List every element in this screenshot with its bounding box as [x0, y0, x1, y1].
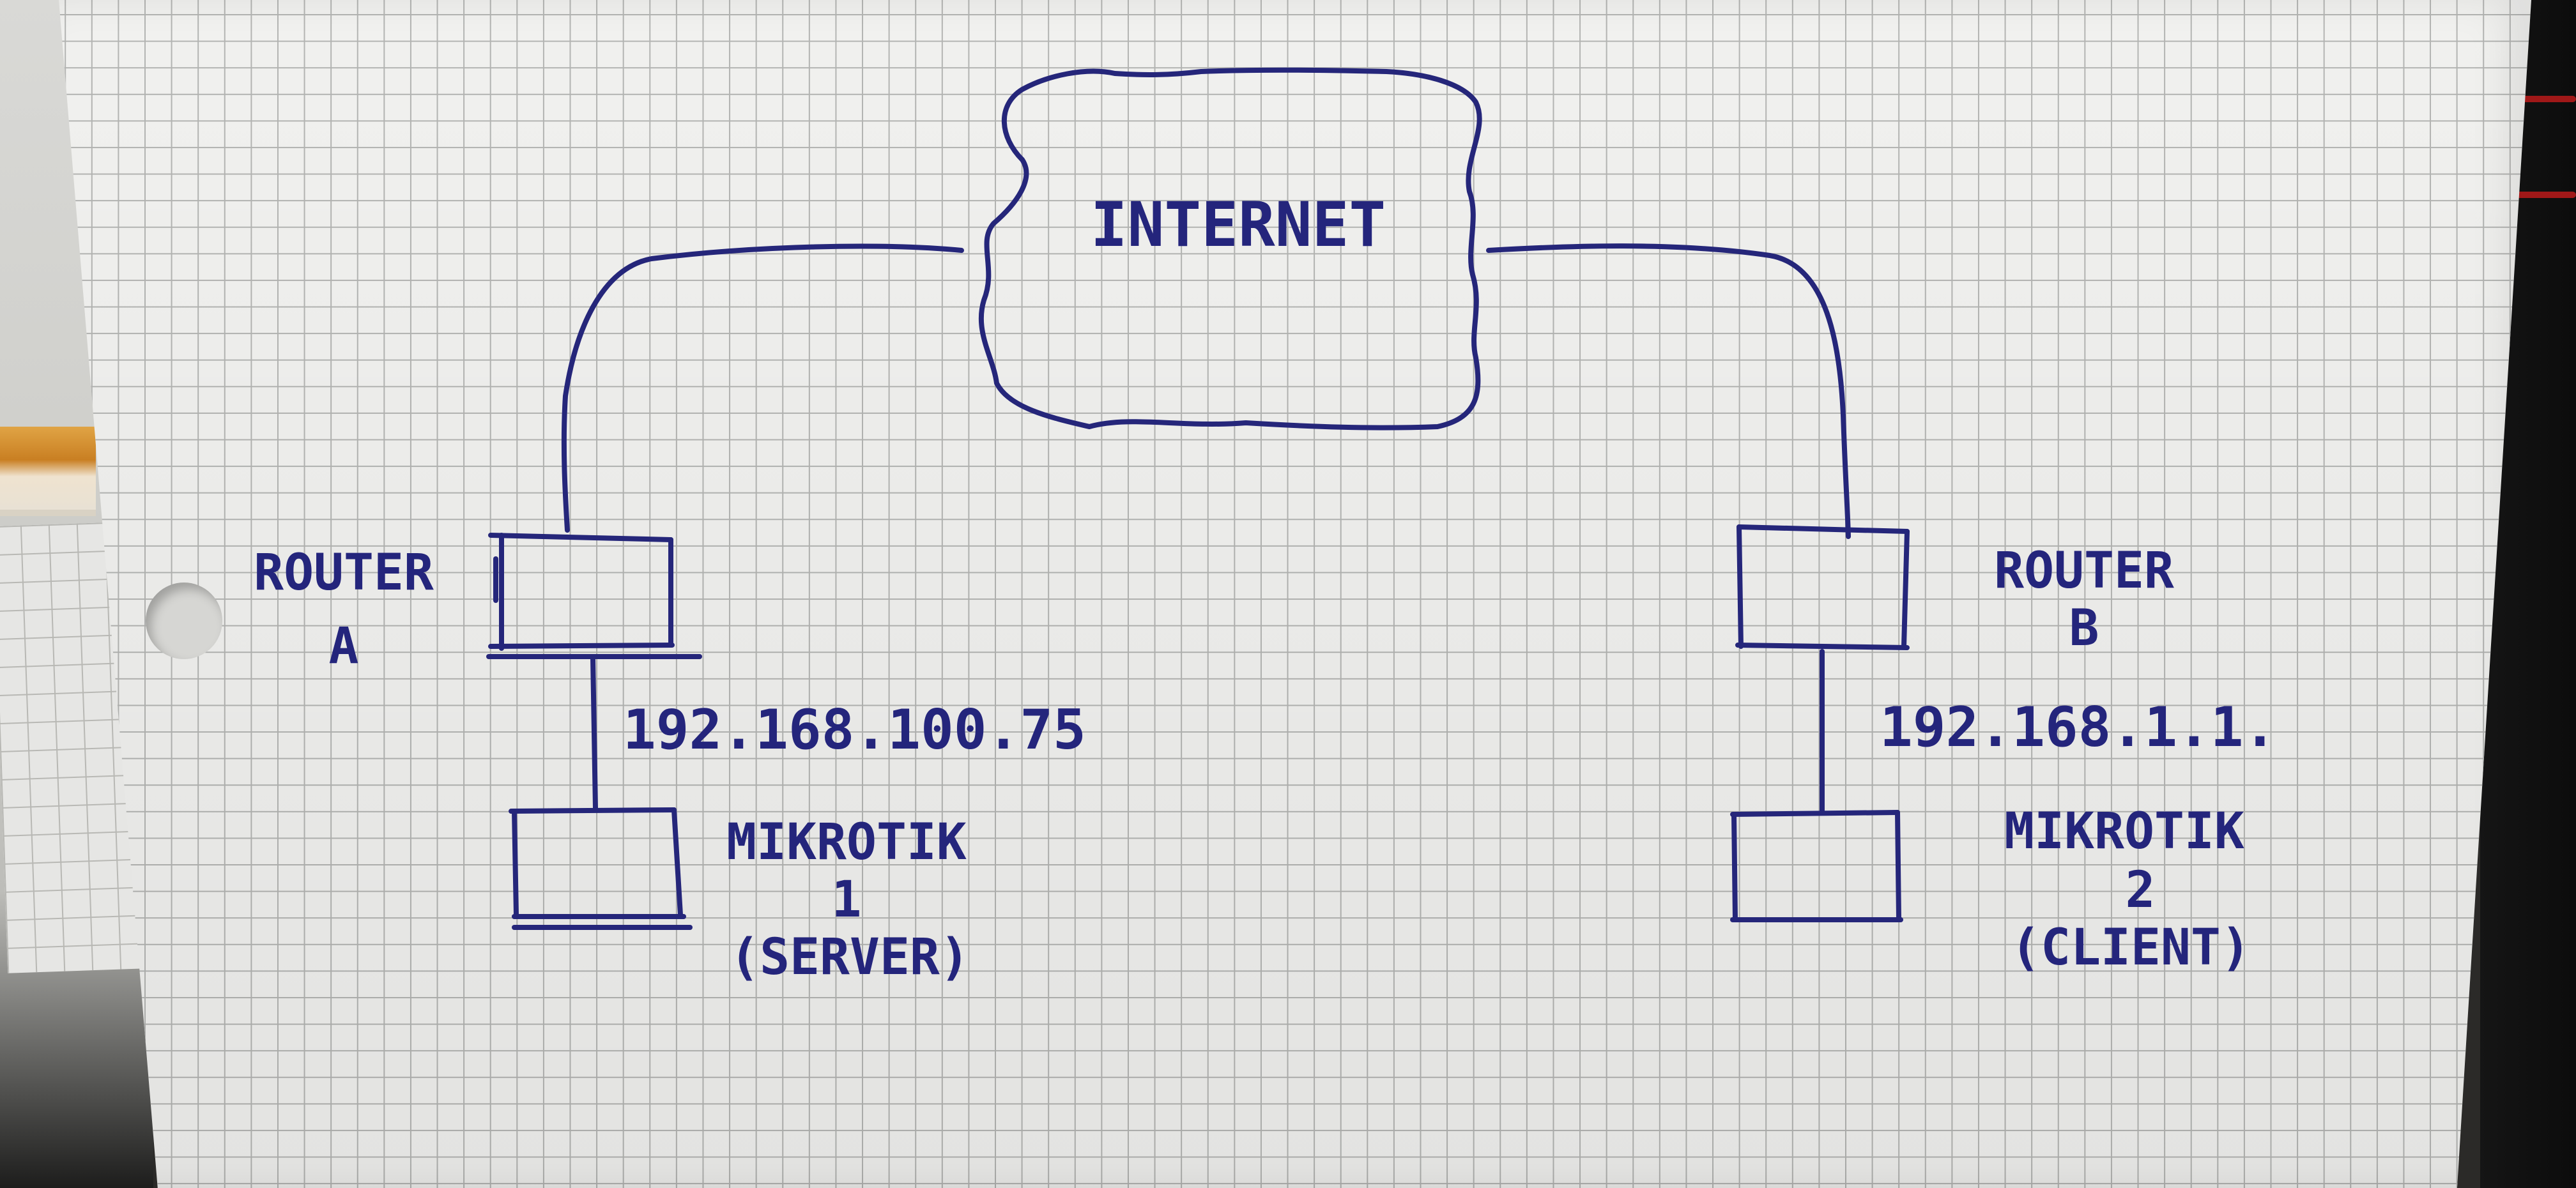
mikrotik-1-label-line3: (SERVER) — [730, 929, 970, 986]
mikrotik-2-label-line2: 2 — [2126, 862, 2156, 919]
router-b-ip: 192.168.1.1. — [1880, 696, 2276, 759]
mikrotik-2-label-line1: MIKROTIK — [2004, 803, 2244, 860]
router-b-label-line1: ROUTER — [1994, 542, 2174, 600]
link-internet-router-b — [1486, 243, 1851, 539]
internet-label: INTERNET — [1091, 189, 1386, 261]
mikrotik-2-box — [1730, 810, 1903, 922]
router-a-ip: 192.168.100.75 — [623, 698, 1086, 762]
link-router-a-mikrotik-1 — [590, 655, 598, 811]
mikrotik-1-label-line2: 1 — [832, 871, 862, 929]
router-b-box — [1735, 524, 1910, 650]
mikrotik-1-box — [509, 807, 693, 930]
mikrotik-1-label-line1: MIKROTIK — [726, 814, 967, 871]
red-cable — [2487, 96, 2576, 102]
punch-hole — [146, 583, 222, 659]
router-a-label-line1: ROUTER — [254, 544, 434, 602]
internet-cloud — [978, 67, 1482, 430]
router-a-label-line2: A — [329, 618, 359, 675]
link-internet-router-a — [561, 243, 964, 533]
router-b-label-line2: B — [2069, 600, 2099, 657]
router-a-box — [486, 533, 702, 659]
graph-paper-sheet — [59, 0, 2531, 1188]
orange-notebook — [0, 427, 96, 516]
mikrotik-2-label-line3: (CLIENT) — [2011, 919, 2251, 977]
red-cable — [2487, 192, 2576, 198]
